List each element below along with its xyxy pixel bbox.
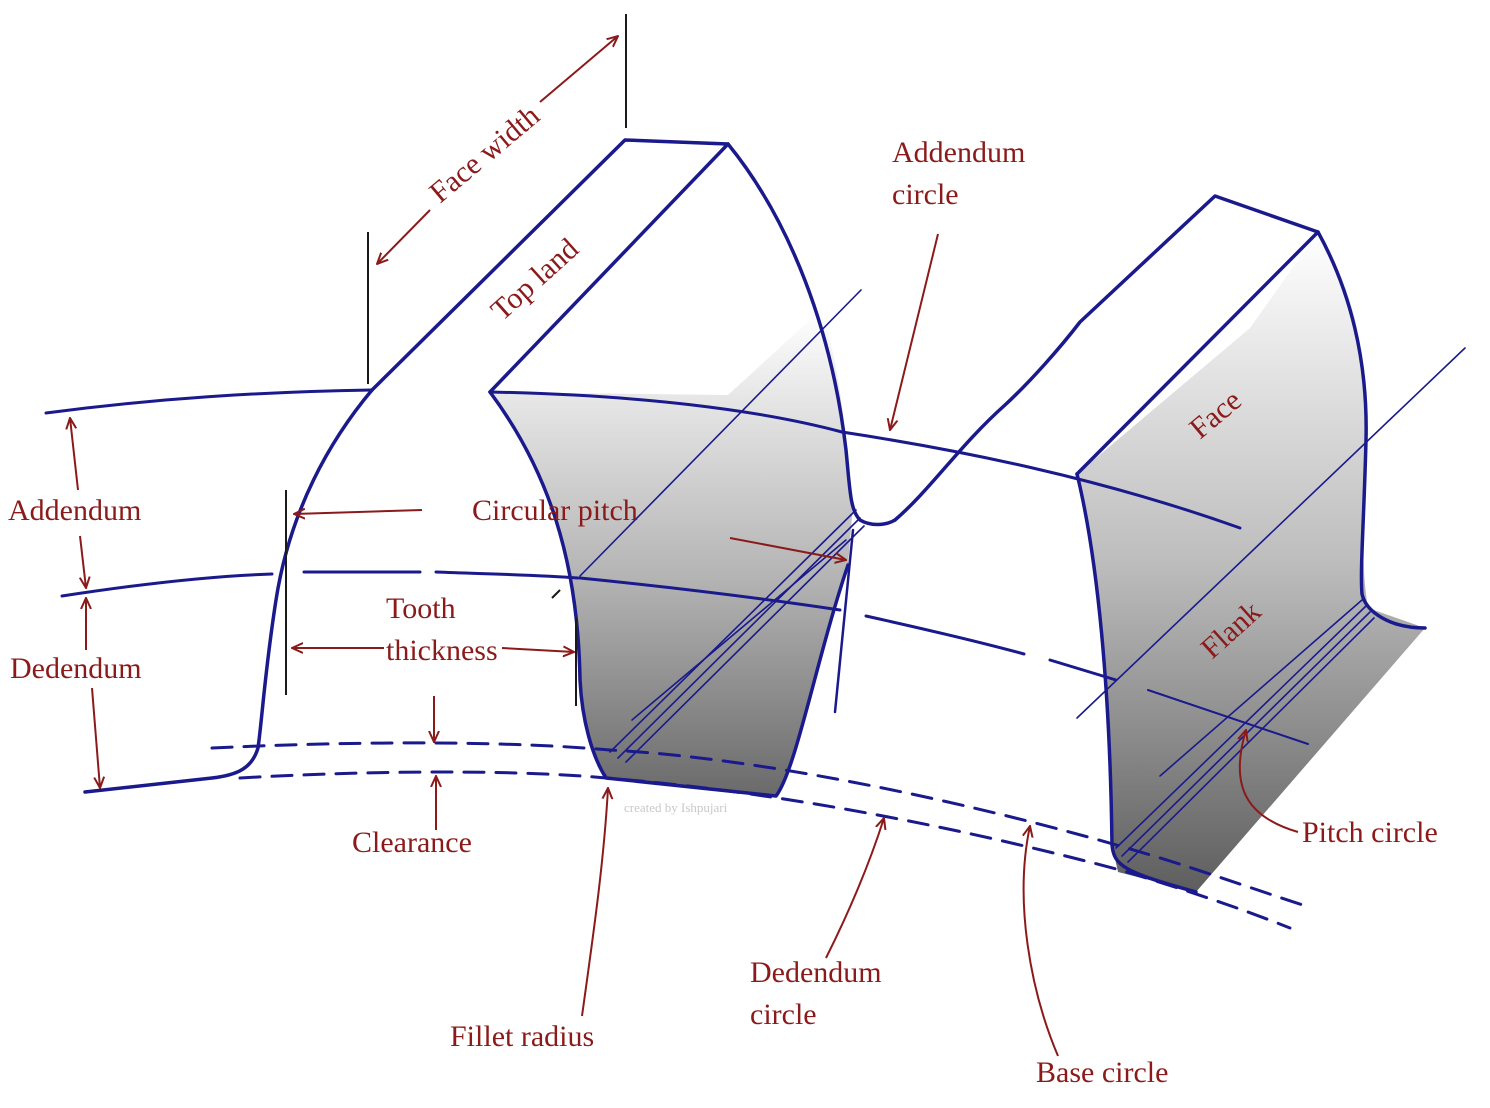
tooth-1-right-profile (488, 390, 850, 798)
addendum-arrow (70, 418, 79, 491)
label-addendum: Addendum (8, 494, 141, 527)
dedendum-arrow-lower (91, 687, 100, 788)
tooth-thickness-arrow-right (501, 648, 574, 652)
dedendum-circle-arrow (825, 818, 884, 959)
gear-tooth-1 (83, 138, 897, 798)
addendum-circle (44, 388, 1242, 530)
tooth-1-back-profile (726, 142, 897, 527)
addendum-arrow-lower (80, 535, 86, 588)
label-top-land: Top land (485, 232, 585, 327)
tooth-1-back-vertical (833, 528, 855, 714)
label-addendum-circle-2: circle (892, 178, 959, 211)
watermark: created by Ishpujari (624, 800, 728, 815)
tooth-1-left-profile (83, 388, 374, 794)
label-tooth-thickness-1: Tooth (386, 592, 456, 625)
tooth-2-back-profile (1316, 230, 1427, 630)
circular-pitch-arrow-right (729, 537, 846, 560)
face-width-arrow (377, 209, 431, 264)
addendum-circle-arrow (890, 233, 939, 430)
base-circle-arrow (1024, 826, 1059, 1057)
label-face-width: Face width (423, 99, 546, 209)
face-width-arrow-upper (539, 36, 618, 103)
gear-tooth-2 (893, 194, 1427, 894)
pitch-circle (60, 570, 1309, 745)
depth-lines (579, 289, 1466, 863)
fillet-radius-arrow (581, 788, 608, 1017)
label-tooth-thickness-2: thickness (386, 634, 498, 667)
dimension-lines (285, 14, 627, 706)
tooth-2-shaded-face (1077, 232, 1425, 892)
label-dedendum-circle-1: Dedendum (750, 956, 882, 989)
tooth-2-left-profile (893, 194, 1320, 522)
label-dedendum: Dedendum (10, 652, 142, 685)
label-circular-pitch: Circular pitch (472, 494, 638, 527)
pitch-circle-arrow (1240, 730, 1299, 833)
label-base-circle: Base circle (1036, 1056, 1168, 1089)
label-clearance: Clearance (352, 826, 472, 859)
label-fillet-radius: Fillet radius (450, 1020, 594, 1053)
tooth-1-shaded-face (490, 310, 853, 796)
annotation-arrows (70, 36, 1299, 1057)
tooth-1-top-front (370, 138, 730, 394)
label-dedendum-circle-2: circle (750, 998, 817, 1031)
tooth-2-front-profile (1075, 472, 1198, 894)
circular-pitch-arrow-left (294, 510, 423, 514)
label-addendum-circle-1: Addendum (892, 136, 1025, 169)
label-pitch-circle: Pitch circle (1302, 816, 1438, 849)
